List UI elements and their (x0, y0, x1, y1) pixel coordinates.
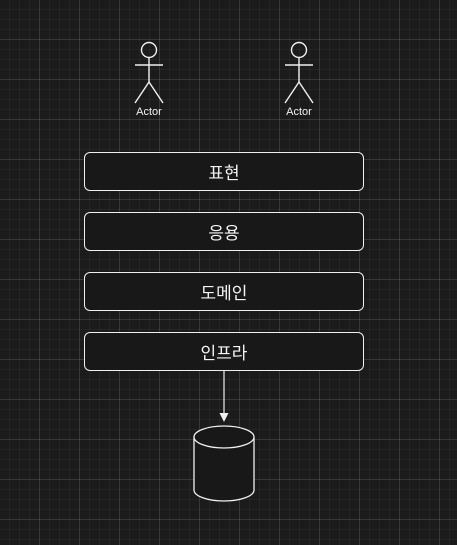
layer-label: 인프라 (200, 344, 248, 364)
database-cylinder-icon[interactable] (193, 425, 255, 502)
layer-box-application[interactable]: 응용 (84, 212, 364, 251)
actor-label: Actor (286, 106, 312, 118)
actor-label: Actor (136, 106, 162, 118)
layer-box-domain[interactable]: 도메인 (84, 272, 364, 311)
layer-label: 응용 (208, 224, 240, 244)
actor-2[interactable]: Actor (269, 41, 329, 118)
layer-box-presentation[interactable]: 표현 (84, 152, 364, 191)
layer-label: 표현 (208, 164, 240, 184)
stick-figure-icon (284, 41, 314, 104)
stick-figure-icon (134, 41, 164, 104)
layer-box-infrastructure[interactable]: 인프라 (84, 332, 364, 371)
actor-1[interactable]: Actor (119, 41, 179, 118)
arrow-head-icon (219, 413, 229, 422)
layer-label: 도메인 (200, 284, 248, 304)
